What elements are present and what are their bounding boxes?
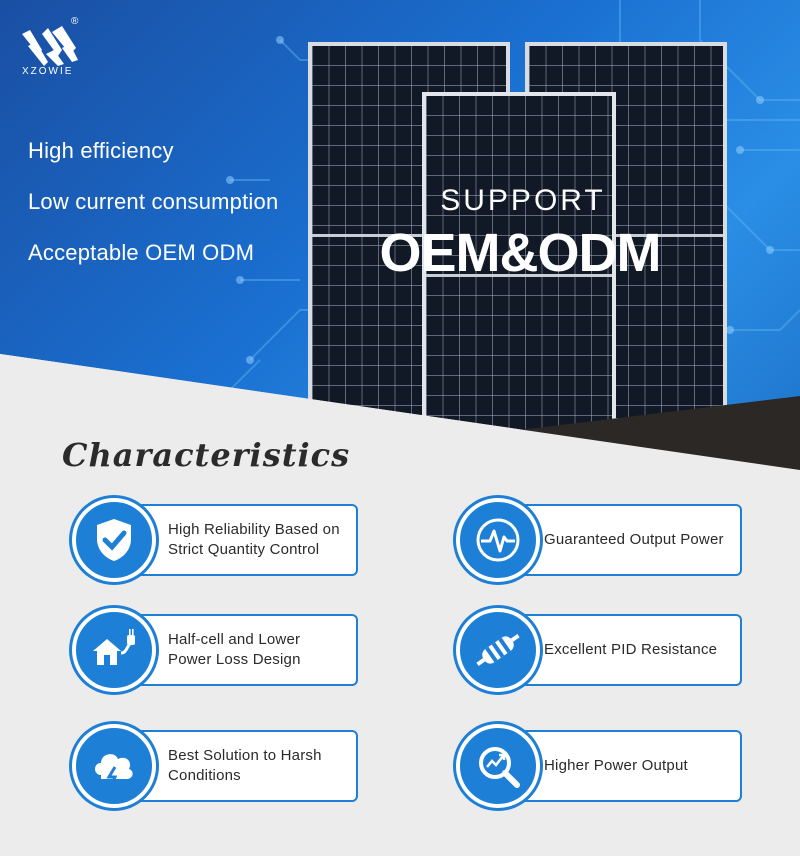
feature-item: High efficiency: [28, 138, 174, 163]
resistor-icon: [456, 608, 540, 692]
characteristic-text: Half-cell and Lower Power Loss Design: [168, 631, 301, 668]
feature-list: High efficiency Low current consumption …: [28, 136, 278, 289]
brand-name: XZOWIE: [22, 66, 74, 77]
characteristic-text: Best Solution to Harsh Conditions: [168, 747, 322, 784]
oem-odm-heading: OEM&ODM: [379, 223, 662, 283]
characteristic-text: Guaranteed Output Power: [544, 531, 724, 548]
solar-panel-center: [422, 92, 616, 452]
shield-check-icon: [72, 498, 156, 582]
hero-banner: ® XZOWIE High efficiency Low current con…: [0, 0, 800, 470]
feature-item: Low current consumption: [28, 189, 279, 214]
characteristic-card: Guaranteed Output Power: [492, 504, 742, 576]
characteristic-text: Higher Power Output: [544, 757, 688, 774]
feature-item: Acceptable OEM ODM: [28, 240, 255, 265]
pulse-icon: [456, 498, 540, 582]
characteristic-text: Excellent PID Resistance: [544, 641, 718, 658]
cloud-lightning-icon: [72, 724, 156, 808]
support-heading: SUPPORT: [440, 184, 606, 217]
magnifier-chart-icon: [456, 724, 540, 808]
xzowie-logo: [22, 26, 78, 66]
characteristic-text: High Reliability Based on Strict Quantit…: [168, 521, 340, 558]
registered-mark: ®: [71, 16, 79, 27]
characteristic-card: Best Solution to Harsh Conditions: [110, 730, 358, 802]
house-plug-icon: [72, 608, 156, 692]
characteristics-title: Characteristics: [62, 436, 351, 474]
